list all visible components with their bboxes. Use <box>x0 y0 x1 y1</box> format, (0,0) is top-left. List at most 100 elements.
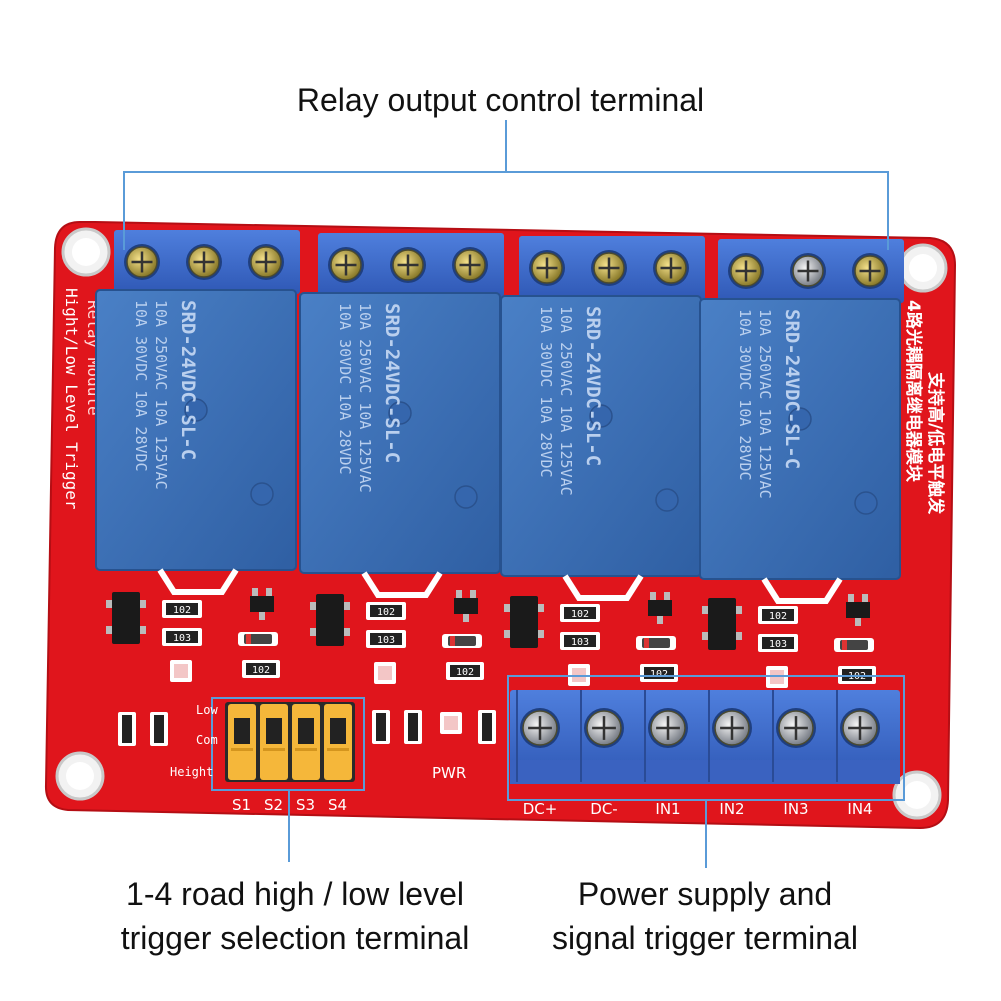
relay-output-terminal <box>718 239 904 303</box>
screw <box>529 250 565 286</box>
resistor-code: 102 <box>252 665 270 676</box>
smd-component: 102 <box>640 664 678 682</box>
callout-trigger-line-2: trigger selection terminal <box>120 920 470 956</box>
transistor <box>648 592 672 624</box>
callout-relay-output: Relay output control terminal <box>296 82 705 118</box>
relay-rating-text: 10A 250VAC 10A 125VAC <box>557 306 575 496</box>
relay-model-text: SRD-24VDC-SL-C <box>381 303 403 463</box>
smd-component: 102 <box>446 662 484 680</box>
diode <box>442 634 482 648</box>
input-label-3: IN1 <box>655 800 680 818</box>
resistor-code: 102 <box>571 609 589 620</box>
smd-component: 103 <box>162 628 202 646</box>
diode <box>834 638 874 652</box>
screw <box>591 250 627 286</box>
relay-output-terminal <box>114 230 300 294</box>
smd-component <box>150 712 168 746</box>
jumper-label-s3: S3 <box>296 796 315 814</box>
top-callout-bracket <box>123 171 889 250</box>
relay-output-terminal <box>519 236 705 300</box>
screw <box>790 253 826 289</box>
resistor-code: 103 <box>769 639 787 650</box>
relay-silkscreen <box>761 577 843 604</box>
terminal-divider <box>580 690 582 782</box>
callout-trigger-line-1: 1-4 road high / low level <box>126 876 464 912</box>
relay-rating-text: 10A 250VAC 10A 125VAC <box>356 303 374 493</box>
smd-component: 102 <box>560 604 600 622</box>
relay-silkscreen <box>361 571 443 598</box>
terminal-divider <box>708 690 710 782</box>
jumper-side-label-height: Height <box>170 765 213 779</box>
relay-model-text: SRD-24VDC-SL-C <box>781 309 803 469</box>
relay-silkscreen <box>562 574 644 601</box>
mounting-hole <box>898 243 948 293</box>
smd-component: 102 <box>366 602 406 620</box>
screw <box>840 708 880 748</box>
led <box>374 662 396 684</box>
smd-component <box>478 710 496 744</box>
resistor-code: 103 <box>173 633 191 644</box>
smd-component <box>118 712 136 746</box>
screw <box>712 708 752 748</box>
resistor-code: 103 <box>377 635 395 646</box>
relay-model-text: SRD-24VDC-SL-C <box>177 300 199 460</box>
relay-rating-text: 10A 30VDC 10A 28VDC <box>736 309 754 481</box>
relay-rating-text: 10A 250VAC 10A 125VAC <box>756 309 774 499</box>
led <box>440 712 462 734</box>
diode <box>238 632 278 646</box>
screw <box>248 244 284 280</box>
screw <box>852 253 888 289</box>
relay-rating-text: 10A 30VDC 10A 28VDC <box>132 300 150 472</box>
input-label-6: IN4 <box>847 800 872 818</box>
side-text-trigger: Hight/Low Level Trigger <box>62 288 81 510</box>
smd-component: 102 <box>758 606 798 624</box>
screw <box>520 708 560 748</box>
smd-component: 103 <box>366 630 406 648</box>
smd-component: 102 <box>242 660 280 678</box>
jumper-label-s2: S2 <box>264 796 283 814</box>
terminal-divider <box>644 690 646 782</box>
transistor <box>846 594 870 626</box>
jumper-4 <box>324 704 352 780</box>
jumper-side-label-com: Com <box>196 733 218 747</box>
relay-rating-text: 10A 30VDC 10A 28VDC <box>336 303 354 475</box>
side-text-cn-2: 支持高/低电平触发 <box>925 372 946 515</box>
screw <box>390 247 426 283</box>
jumper-label-s1: S1 <box>232 796 251 814</box>
screw <box>776 708 816 748</box>
resistor-code: 102 <box>456 667 474 678</box>
relay-model-text: SRD-24VDC-SL-C <box>582 306 604 466</box>
screw <box>728 253 764 289</box>
smd-component: 103 <box>560 632 600 650</box>
input-label-1: DC+ <box>523 800 558 818</box>
jumper-1 <box>228 704 256 780</box>
input-label-4: IN2 <box>719 800 744 818</box>
screw <box>328 247 364 283</box>
resistor-code: 102 <box>173 605 191 616</box>
led <box>170 660 192 682</box>
relay-silkscreen <box>157 568 239 595</box>
pwr-label: PWR <box>432 764 466 782</box>
transistor <box>454 590 478 622</box>
resistor-code: 102 <box>769 611 787 622</box>
mounting-hole <box>61 227 111 277</box>
optocoupler-chip <box>504 596 544 648</box>
optocoupler-chip <box>310 594 350 646</box>
callout-power-signal: Power supply and signal trigger terminal <box>500 872 910 960</box>
callout-trigger-selection: 1-4 road high / low level trigger select… <box>60 872 530 960</box>
relay-rating-text: 10A 250VAC 10A 125VAC <box>152 300 170 490</box>
smd-component: 102 <box>162 600 202 618</box>
input-label-5: IN3 <box>783 800 808 818</box>
relay-output-terminal <box>318 233 504 297</box>
diode <box>636 636 676 650</box>
mounting-hole <box>892 770 942 820</box>
screw <box>452 247 488 283</box>
